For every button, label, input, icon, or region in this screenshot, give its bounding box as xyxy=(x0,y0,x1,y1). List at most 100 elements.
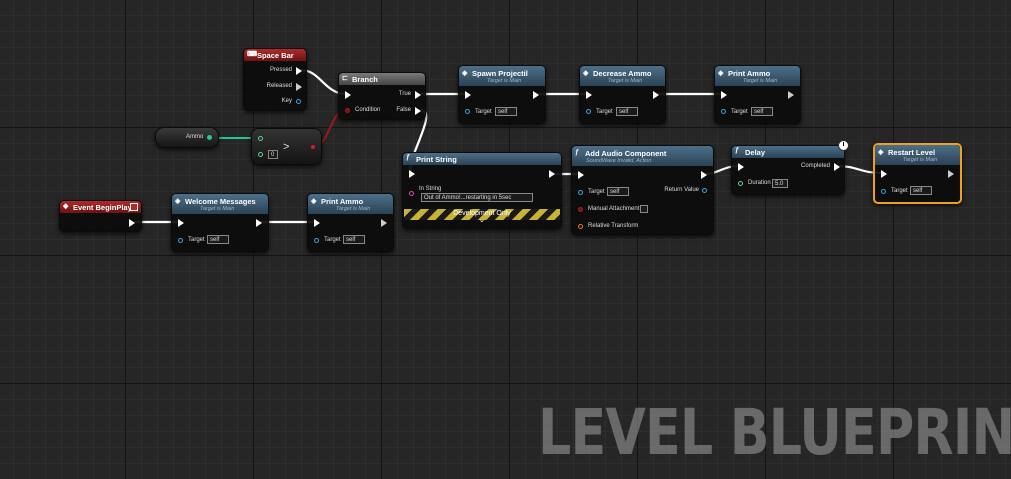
exec-pin-print-string-out[interactable] xyxy=(549,170,555,178)
clock-icon xyxy=(838,140,849,151)
pin-compare-a[interactable] xyxy=(258,136,263,141)
pin-in-string[interactable] xyxy=(409,191,414,196)
exec-pin-audio-out[interactable] xyxy=(701,171,707,179)
node-event-begin-play[interactable]: ◆Event BeginPlay xyxy=(59,200,142,232)
exec-pin-branch-in[interactable] xyxy=(345,91,351,99)
in-string-box[interactable]: Out of Ammo!...restarting in 5sec xyxy=(421,193,533,202)
exec-pin-print-ammo-top-in[interactable] xyxy=(721,91,727,99)
audio-target-label: Target xyxy=(588,189,605,195)
compare-value-box[interactable]: 0 xyxy=(268,150,278,159)
function-icon: ƒ xyxy=(735,147,739,154)
keyboard-icon: ⌨ xyxy=(247,51,258,58)
welcome-target-label: Target xyxy=(188,237,205,243)
exec-pin-print-string-in[interactable] xyxy=(409,170,415,178)
pin-label-key: Key xyxy=(281,98,292,104)
audio-return-label: Return Value xyxy=(664,187,699,193)
pin-relative-transform[interactable] xyxy=(578,224,583,229)
in-string-label: In String xyxy=(419,186,442,192)
exec-pin-spawn-out[interactable] xyxy=(533,91,539,99)
spawn-target-label: Target xyxy=(475,109,492,115)
delay-completed-label: Completed xyxy=(800,163,830,169)
function-icon: ƒ xyxy=(575,149,579,156)
pin-label-condition: Condition xyxy=(355,107,381,113)
duration-box[interactable]: 5.0 xyxy=(772,179,788,188)
expand-chevron-icon[interactable]: ⌄ xyxy=(478,215,486,224)
exec-pin-begin-play-out[interactable] xyxy=(129,219,135,227)
exec-pin-released[interactable] xyxy=(296,83,302,91)
pin-key[interactable] xyxy=(296,99,301,104)
pin-welcome-target[interactable] xyxy=(178,238,183,243)
pin-duration[interactable] xyxy=(738,181,743,186)
function-icon: ◈ xyxy=(583,70,589,77)
function-icon: ◈ xyxy=(878,149,884,156)
decrease-target-label: Target xyxy=(596,109,613,115)
exec-pin-true[interactable] xyxy=(415,91,421,99)
manual-attachment-checkbox[interactable] xyxy=(640,205,648,213)
node-space-bar[interactable]: ⌨Space Bar Pressed Released Key xyxy=(243,48,307,111)
decrease-target-box[interactable]: self xyxy=(616,107,638,116)
duration-label: Duration xyxy=(748,180,771,186)
function-icon: ◈ xyxy=(462,70,468,77)
print-ammo-top-target-box[interactable]: self xyxy=(751,107,773,116)
exec-pin-delay-in[interactable] xyxy=(738,163,744,171)
event-icon: ◆ xyxy=(63,203,69,210)
pin-compare-out[interactable] xyxy=(311,145,315,149)
function-icon: ◈ xyxy=(175,198,181,205)
pin-ammo-out[interactable] xyxy=(207,135,212,140)
node-ammo-variable[interactable]: Ammo xyxy=(155,127,219,148)
spawn-target-box[interactable]: self xyxy=(495,107,517,116)
pin-label-true: True xyxy=(398,91,411,97)
compare-operator: > xyxy=(283,141,290,153)
development-only-label: Development Only xyxy=(453,210,511,217)
pin-decrease-target[interactable] xyxy=(586,109,591,114)
pin-print-ammo-top-target[interactable] xyxy=(721,109,726,114)
exec-pin-restart-in[interactable] xyxy=(881,170,887,178)
node-branch[interactable]: ⊏Branch Condition True False xyxy=(338,72,426,120)
pin-audio-return[interactable] xyxy=(702,188,707,193)
welcome-target-box[interactable]: self xyxy=(207,235,229,244)
print-ammo-top-target-label: Target xyxy=(731,109,748,115)
pin-audio-target[interactable] xyxy=(578,190,583,195)
audio-target-box[interactable]: self xyxy=(607,187,629,196)
exec-pin-decrease-out[interactable] xyxy=(653,91,659,99)
pin-label-released: Released xyxy=(266,83,292,89)
exec-pin-audio-in[interactable] xyxy=(578,171,584,179)
node-compare[interactable]: 0 > xyxy=(251,128,322,165)
exec-pin-print-ammo-bottom-out[interactable] xyxy=(381,219,387,227)
exec-pin-spawn-in[interactable] xyxy=(465,91,471,99)
pin-manual-attachment[interactable] xyxy=(578,207,583,212)
branch-icon: ⊏ xyxy=(342,75,348,82)
pin-label-false: False xyxy=(396,107,411,113)
function-icon: ◈ xyxy=(718,70,724,77)
exec-pin-welcome-in[interactable] xyxy=(178,219,184,227)
exec-pin-restart-out[interactable] xyxy=(948,170,954,178)
pin-compare-b[interactable] xyxy=(258,152,263,157)
function-icon: ◈ xyxy=(311,198,317,205)
restart-target-box[interactable]: self xyxy=(910,186,932,195)
exec-pin-print-ammo-top-out[interactable] xyxy=(788,91,794,99)
exec-pin-decrease-in[interactable] xyxy=(586,91,592,99)
exec-pin-delay-completed[interactable] xyxy=(834,163,840,171)
exec-pin-welcome-out[interactable] xyxy=(256,219,262,227)
pin-spawn-target[interactable] xyxy=(465,109,470,114)
pin-label-pressed: Pressed xyxy=(269,67,292,73)
pin-condition[interactable] xyxy=(345,108,350,113)
pin-restart-target[interactable] xyxy=(881,189,886,194)
print-ammo-bottom-target-box[interactable]: self xyxy=(343,235,365,244)
pin-print-ammo-bottom-target[interactable] xyxy=(314,238,319,243)
exec-pin-pressed[interactable] xyxy=(296,67,302,75)
exec-pin-print-ammo-bottom-in[interactable] xyxy=(314,219,320,227)
exec-pin-false[interactable] xyxy=(415,107,421,115)
print-ammo-bottom-target-label: Target xyxy=(324,237,341,243)
restart-target-label: Target xyxy=(891,188,908,194)
level-blueprint-watermark: LEVEL BLUEPRINT xyxy=(538,396,1011,469)
